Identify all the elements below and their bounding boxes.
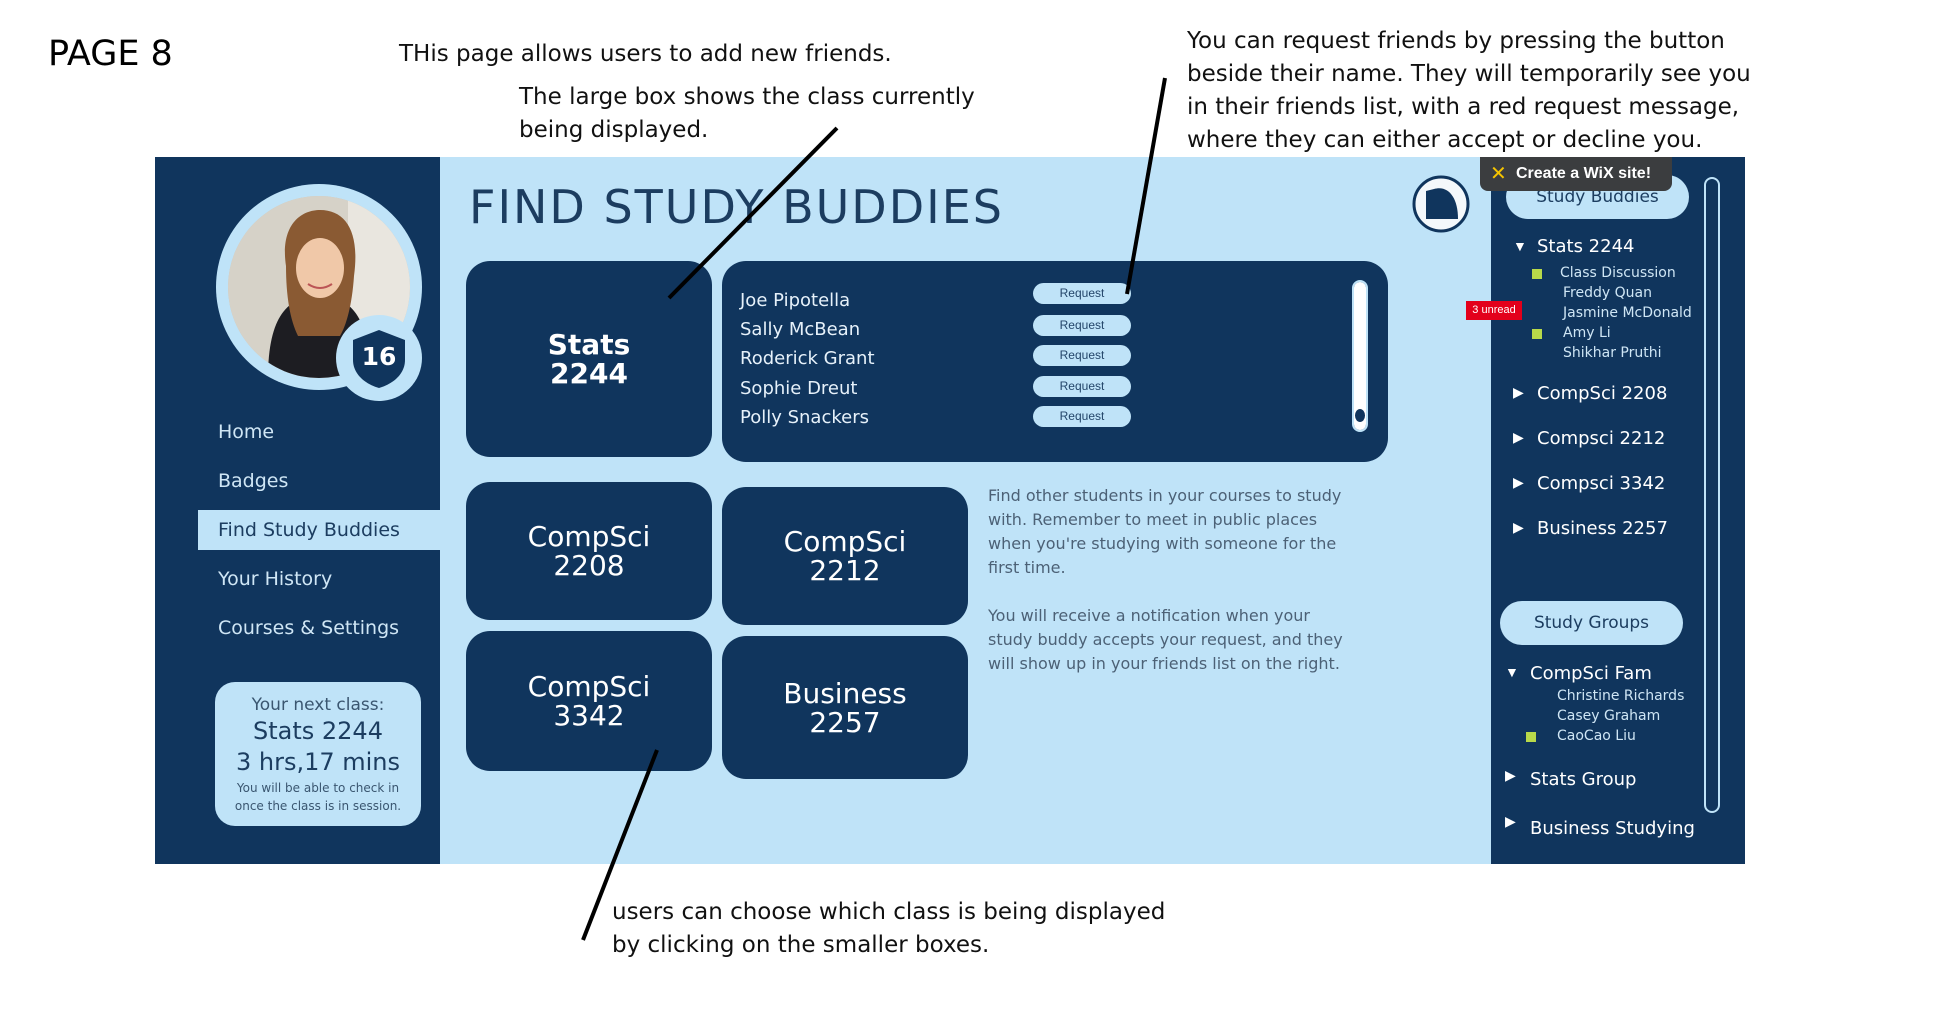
sidebar-course-business-2257[interactable]: Business 2257: [1537, 518, 1668, 539]
friend-name: Sally McBean: [740, 319, 861, 340]
online-status-icon: [1532, 269, 1542, 279]
nav-badges[interactable]: Badges: [218, 470, 289, 492]
annotation-request: You can request friends by pressing the …: [1187, 28, 1751, 153]
class-box-line1: CompSci: [783, 525, 907, 558]
request-button[interactable]: Request: [1033, 406, 1131, 427]
sidebar-course-compsci-3342[interactable]: Compsci 3342: [1537, 473, 1666, 494]
request-button[interactable]: Request: [1033, 283, 1131, 304]
description-paragraph-1: Find other students in your courses to s…: [988, 486, 1342, 577]
member-class-discussion[interactable]: Class Discussion: [1560, 265, 1676, 281]
app-logo-icon[interactable]: [1412, 175, 1470, 233]
nav-courses-settings[interactable]: Courses & Settings: [218, 617, 400, 639]
sidebar-group-compsci-fam[interactable]: CompSci Fam: [1530, 663, 1652, 684]
online-status-icon: [1526, 732, 1536, 742]
class-box-line1: CompSci: [527, 520, 651, 553]
request-button[interactable]: Request: [1033, 345, 1131, 366]
friends-scroll-track: [1354, 282, 1366, 430]
description-paragraph-2: You will receive a notification when you…: [988, 606, 1343, 673]
sidebar-scrollbar[interactable]: [1704, 177, 1720, 813]
friend-name: Roderick Grant: [740, 348, 875, 369]
member-shikhar-pruthi[interactable]: Shikhar Pruthi: [1563, 345, 1662, 361]
unread-badge: 3 unread: [1466, 301, 1522, 320]
description: Find other students in your courses to s…: [988, 484, 1358, 676]
next-class-time: 3 hrs,17 mins: [235, 748, 401, 776]
sidebar-group-business-studying[interactable]: Business Studying: [1530, 818, 1695, 839]
member-christine-richards[interactable]: Christine Richards: [1557, 688, 1685, 704]
annotation-bottom: users can choose which class is being di…: [612, 899, 1166, 958]
collapsed-arrow-icon[interactable]: ▶: [1513, 384, 1524, 400]
member-amy-li[interactable]: Amy Li: [1563, 325, 1611, 341]
class-box-line1: Business: [783, 676, 907, 710]
badge-count: 16: [361, 342, 397, 371]
collapsed-arrow-icon[interactable]: ▶: [1505, 813, 1516, 829]
annotation-large-box: The large box shows the class currently …: [519, 84, 975, 143]
arrow-line: [1125, 77, 1167, 295]
expanded-arrow-icon[interactable]: ▼: [1513, 238, 1527, 254]
nav-home[interactable]: Home: [218, 421, 275, 443]
wix-banner[interactable]: Create a WiX site!: [1480, 157, 1672, 191]
member-casey-graham[interactable]: Casey Graham: [1557, 708, 1661, 724]
nav-your-history[interactable]: Your History: [218, 568, 333, 590]
sidebar-group-stats-group[interactable]: Stats Group: [1530, 769, 1637, 790]
collapsed-arrow-icon[interactable]: ▶: [1513, 474, 1524, 490]
class-box-line2: 3342: [553, 699, 625, 732]
friends-scrollbar[interactable]: [1352, 280, 1368, 432]
request-button[interactable]: Request: [1033, 376, 1131, 397]
collapsed-arrow-icon[interactable]: ▶: [1505, 767, 1516, 783]
page-title: FIND STUDY BUDDIES: [469, 180, 1004, 234]
shield-badge-icon[interactable]: [351, 328, 407, 390]
online-status-icon: [1532, 329, 1542, 339]
annotation-top: THis page allows users to add new friend…: [399, 41, 892, 67]
class-box-line2: 2208: [553, 549, 625, 582]
member-freddy-quan[interactable]: Freddy Quan: [1563, 285, 1652, 301]
collapsed-arrow-icon[interactable]: ▶: [1513, 429, 1524, 445]
sidebar-course-compsci-2212[interactable]: Compsci 2212: [1537, 428, 1666, 449]
next-class-note: You will be able to check in once the cl…: [234, 781, 402, 813]
request-button[interactable]: Request: [1033, 315, 1131, 336]
class-box-line2: 2257: [809, 705, 881, 739]
arrow-line: [581, 749, 659, 941]
wix-star-icon: ✕: [1490, 163, 1507, 185]
expanded-arrow-icon[interactable]: ▼: [1505, 664, 1519, 680]
arrow-line: [667, 126, 839, 300]
sidebar-course-compsci-2208[interactable]: CompSci 2208: [1537, 383, 1668, 404]
current-class-line2: 2244: [550, 357, 628, 390]
friends-scroll-thumb[interactable]: [1355, 409, 1365, 422]
friend-name: Sophie Dreut: [740, 378, 858, 399]
friend-name: Joe Pipotella: [740, 290, 851, 311]
next-class-course: Stats 2244: [253, 717, 383, 745]
member-caocao-liu[interactable]: CaoCao Liu: [1557, 728, 1636, 744]
study-groups-button[interactable]: Study Groups: [1500, 601, 1683, 645]
nav-find-study-buddies[interactable]: Find Study Buddies: [198, 510, 440, 550]
friend-name: Polly Snackers: [740, 407, 869, 428]
member-jasmine-mcdonald[interactable]: Jasmine McDonald: [1563, 305, 1692, 321]
class-box-line1: CompSci: [527, 670, 651, 703]
class-box-line2: 2212: [809, 554, 881, 587]
page-label: PAGE 8: [48, 34, 173, 74]
current-class-line1: Stats: [547, 328, 631, 361]
collapsed-arrow-icon[interactable]: ▶: [1513, 519, 1524, 535]
next-class-card: Your next class: Stats 2244 3 hrs,17 min…: [215, 682, 421, 826]
next-class-title: Your next class:: [251, 695, 385, 715]
sidebar-course-stats-2244[interactable]: Stats 2244: [1537, 236, 1635, 257]
sidebar-scroll-thumb[interactable]: [1707, 180, 1717, 730]
